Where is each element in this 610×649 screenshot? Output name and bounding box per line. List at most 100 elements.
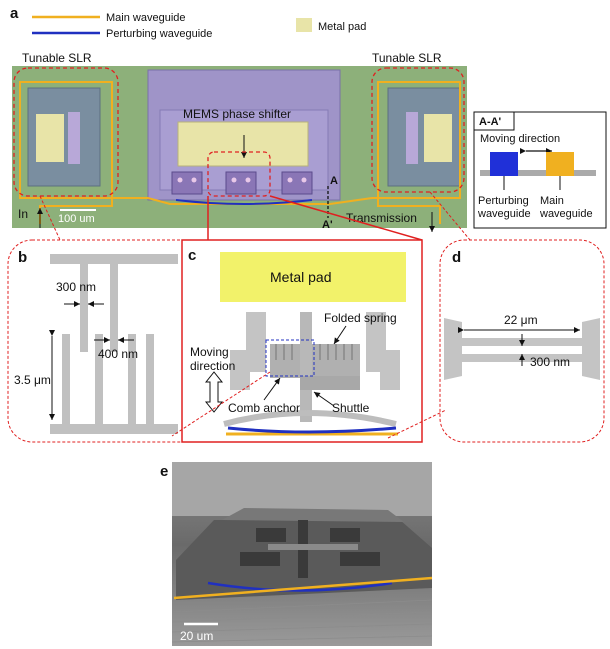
spring-left-clamp [444, 318, 462, 380]
panel-e: e 20 um [160, 462, 433, 646]
comb-upper-finger-2 [110, 264, 118, 352]
folded-spring-leader [333, 325, 347, 345]
scale-bar-a-label: 100 um [58, 213, 95, 225]
width-400nm-label: 400 nm [98, 347, 138, 361]
scale-bar-e-label: 20 um [180, 629, 213, 643]
comb-drive-block [270, 344, 360, 378]
gap-300nm-d-label: 300 nm [530, 355, 570, 369]
mems-phase-shifter-label: MEMS phase shifter [183, 107, 291, 121]
legend-perturbing-waveguide-label: Perturbing waveguide [106, 28, 212, 40]
comb-side-bar [146, 334, 154, 424]
actuator-unit-2 [225, 171, 257, 195]
waveguide-arc [223, 410, 397, 427]
cross-section-main-label: Main waveguide [539, 195, 593, 220]
mems-metal-pad [177, 121, 309, 167]
shuttle-bar [300, 312, 312, 422]
slr-left-comb [68, 112, 80, 164]
cross-section-main-line: Main [540, 195, 564, 207]
sem-pad [256, 528, 286, 542]
pad-left [230, 350, 250, 390]
zoom-line-d [429, 191, 471, 241]
cross-section-perturbing-line-2: waveguide [477, 208, 531, 220]
transmission-label: Transmission [346, 211, 417, 225]
gap-300nm-label: 300 nm [56, 280, 96, 294]
perturbing-waveguide-block [490, 152, 518, 176]
moving-direction-label: Moving direction [190, 345, 235, 373]
panel-label-e: e [160, 463, 168, 480]
legend-metal-pad-swatch [296, 18, 312, 32]
substrate-bar [480, 170, 596, 176]
slr-right-comb [406, 112, 418, 164]
panel-d-frame [439, 239, 605, 443]
zoom-line-c-to-d [387, 409, 447, 439]
shuttle-leader [313, 391, 335, 407]
zoom-line-b [39, 195, 61, 241]
sem-top-band [172, 462, 432, 516]
chip-micrograph: MEMS phase shifter A A' In Transmission … [12, 66, 467, 232]
moving-direction-line-2: direction [190, 359, 235, 373]
cross-section-inset: A-A' Moving direction Perturbing wavegui… [473, 111, 607, 229]
panel-label-a: a [10, 5, 19, 22]
panel-label-b: b [18, 249, 27, 266]
sem-pad [240, 552, 280, 566]
moving-direction-line: Moving [190, 345, 229, 359]
panel-b-frame [7, 239, 209, 443]
length-label: 3.5 μm [14, 373, 51, 387]
actuator-unit-3 [281, 171, 313, 195]
sem-stripe [171, 599, 433, 613]
panel-c-metal-pad-label: Metal pad [270, 269, 331, 285]
length-22um-label: 22 μm [504, 313, 538, 327]
contact-dot [231, 177, 237, 183]
comb-lower-finger-2 [95, 334, 103, 424]
sem-pad [330, 528, 360, 542]
contact-dot [301, 177, 307, 183]
zoom-connectors [39, 191, 471, 241]
spring-right-clamp [582, 318, 600, 380]
shuttle-label: Shuttle [332, 401, 370, 415]
sem-features [240, 520, 380, 578]
actuator-units [171, 171, 313, 195]
comb-anchor-leader [263, 377, 281, 401]
zoom-line-c-right [269, 195, 423, 241]
panel-label-d: d [452, 249, 461, 266]
perturbing-waveguide-path [175, 199, 313, 205]
cross-section-moving-direction: Moving direction [480, 133, 560, 145]
section-a-prime-label: A' [322, 219, 333, 231]
slr-left-pad [36, 114, 64, 162]
comb-anchor-highlight [265, 339, 315, 377]
legend-metal-pad-label: Metal pad [318, 21, 366, 33]
cross-section-perturbing-line: Perturbing [478, 195, 529, 207]
cross-section-main-line-2: waveguide [539, 208, 593, 220]
comb-structure [50, 254, 178, 434]
pad-right [380, 350, 400, 390]
comb-top-bar [50, 254, 178, 264]
zoom-line-c-to-b [171, 371, 271, 437]
sem-pad [340, 552, 380, 566]
sem-device-top [222, 508, 404, 522]
sem-main-waveguide [173, 576, 433, 600]
sem-comb [268, 544, 358, 550]
panel-d: d 22 μm 300 nm [439, 239, 605, 443]
panel-c: c Metal pad Folded spring [181, 239, 423, 443]
contact-dot [287, 177, 293, 183]
actuator-unit-1 [171, 171, 203, 195]
comb-fingers [275, 344, 353, 360]
sem-stripe [171, 611, 433, 623]
main-waveguide-block [546, 152, 574, 176]
comb-anchor-label: Comb anchor [228, 401, 300, 415]
comb-bottom-bar [50, 424, 178, 434]
folded-spring-structure [444, 318, 600, 380]
comb-upper-finger-1 [80, 264, 88, 352]
cross-section-title: A-A' [479, 116, 502, 128]
comb-lower-finger-1 [62, 334, 70, 424]
mems-zoom-highlight [207, 151, 271, 197]
comb-lower-finger-3 [128, 334, 136, 424]
anchor-left [246, 312, 266, 372]
slr-left-highlight [13, 67, 119, 197]
legend: Main waveguide Perturbing waveguide Meta… [32, 12, 366, 40]
moving-direction-double-arrow [204, 371, 224, 413]
legend-main-waveguide-label: Main waveguide [106, 12, 186, 24]
panel-label-c: c [188, 247, 196, 264]
folded-spring-label: Folded spring [324, 311, 397, 325]
